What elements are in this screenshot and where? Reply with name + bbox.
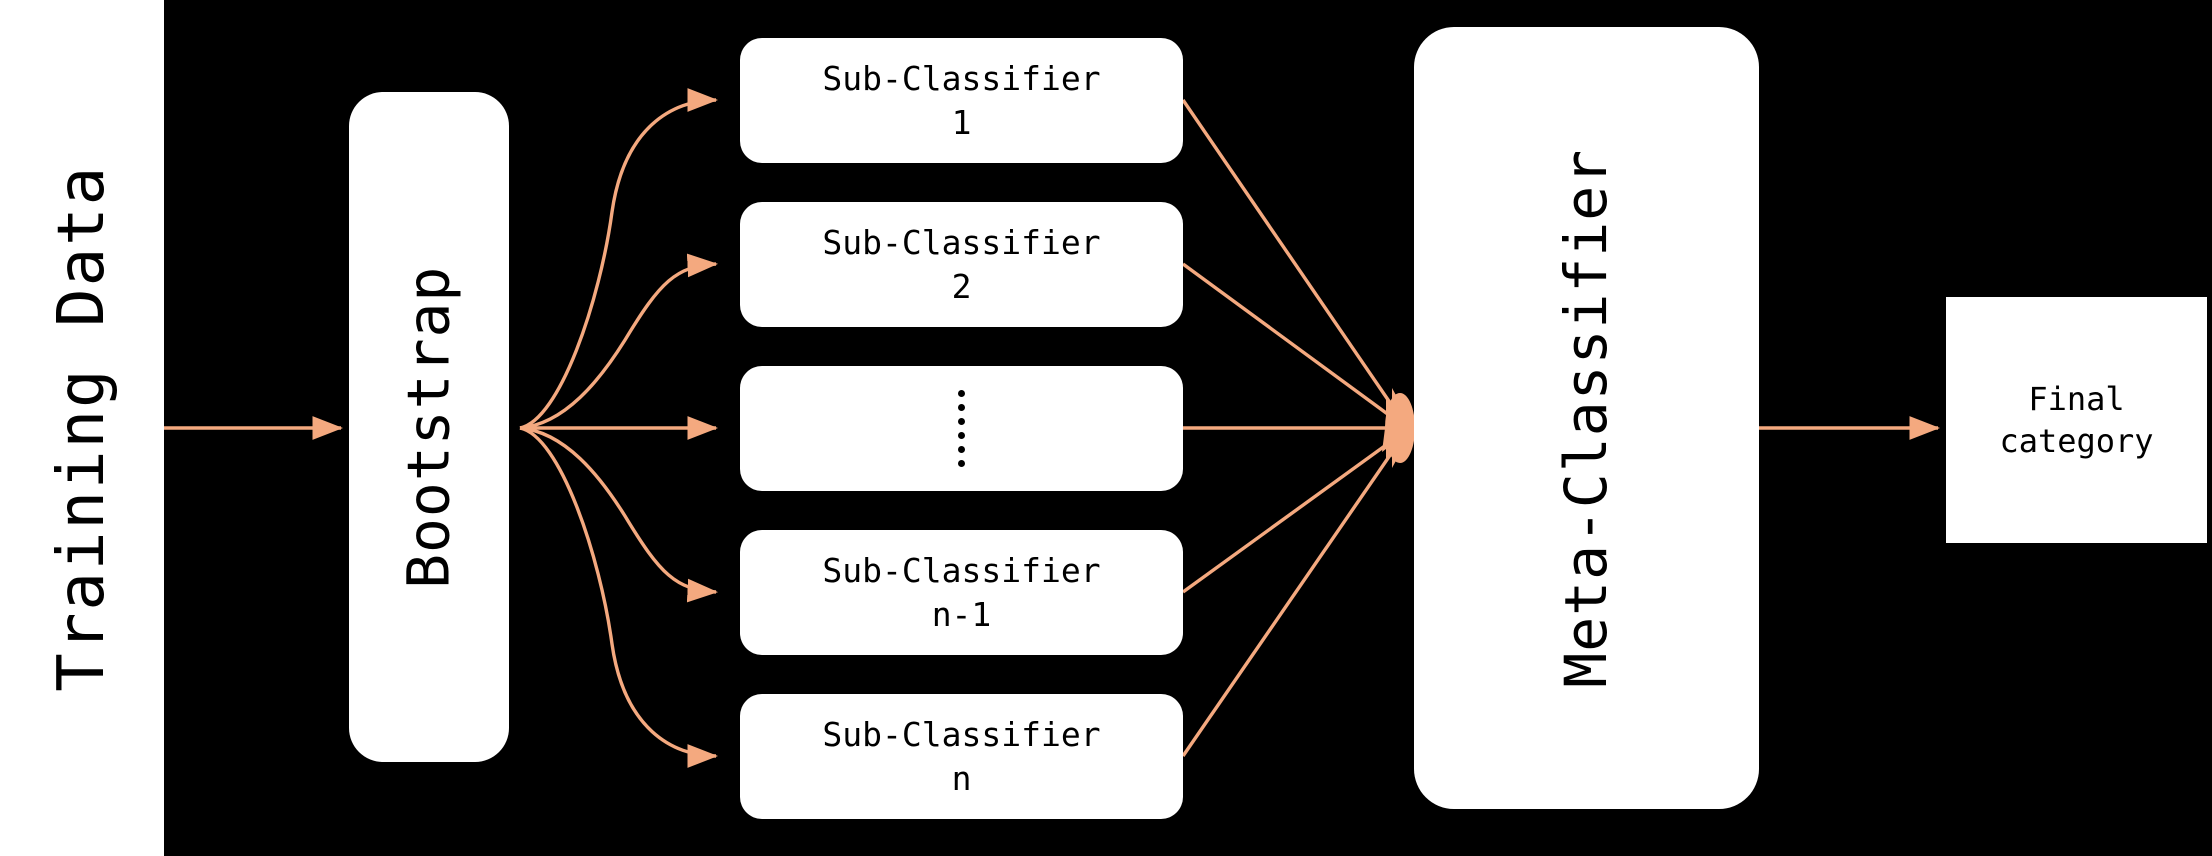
- vertical-ellipsis-icon: [958, 390, 965, 467]
- bootstrap-label: Bootstrap: [394, 265, 463, 589]
- final-category-label: Final category: [1999, 378, 2153, 462]
- edge-bootstrap-to-subn: [519, 426, 719, 768]
- convergence-arrowhead-cluster: [1382, 388, 1415, 468]
- sub-classifier-n-line2: n: [951, 758, 972, 798]
- final-category-line2: category: [1999, 422, 2154, 460]
- edge-bootstrap-to-sub2: [519, 253, 719, 430]
- node-bootstrap[interactable]: Bootstrap: [349, 92, 509, 762]
- edge-sub1-to-meta: [1181, 99, 1397, 411]
- node-meta-classifier[interactable]: Meta-Classifier: [1414, 27, 1759, 809]
- edge-bootstrap-to-sub1: [519, 88, 719, 430]
- edge-subn-to-meta: [1181, 447, 1397, 757]
- sub-classifier-n-minus-1-line2: n-1: [931, 594, 992, 634]
- final-category-line1: Final: [2028, 379, 2125, 418]
- edge-sub2-to-meta: [1181, 262, 1395, 420]
- sub-classifier-2-line2: 2: [951, 266, 972, 306]
- sub-classifier-n-line1: Sub-Classifier: [822, 714, 1101, 754]
- node-final-category[interactable]: Final category: [1946, 297, 2207, 543]
- sub-classifier-1-line1: Sub-Classifier: [822, 58, 1101, 98]
- training-data-label: Training Data: [44, 164, 119, 692]
- node-sub-classifier-ellipsis[interactable]: [740, 366, 1183, 491]
- sub-classifier-n-minus-1-line1: Sub-Classifier: [822, 550, 1101, 590]
- sub-classifier-1-line2: 1: [951, 102, 972, 142]
- edge-bootstrap-to-subn1: [519, 426, 719, 603]
- meta-classifier-label: Meta-Classifier: [1552, 148, 1621, 688]
- node-training-data[interactable]: Training Data: [0, 0, 164, 856]
- edge-subn1-to-meta: [1182, 438, 1394, 594]
- sub-classifier-2-line1: Sub-Classifier: [822, 222, 1101, 262]
